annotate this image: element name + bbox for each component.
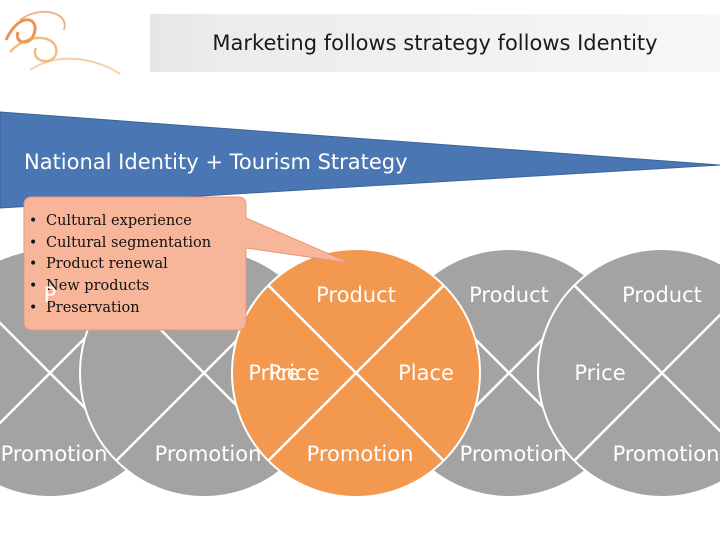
circle-divider (573, 313, 720, 462)
circle-label-right: Place (398, 361, 454, 385)
circle-label-top: P (43, 283, 57, 307)
circle-shape (537, 248, 720, 498)
callout-item: Cultural segmentation (29, 233, 211, 255)
title-band (150, 14, 720, 72)
marketing-mix-circle (537, 248, 720, 498)
callout-item: New products (29, 276, 211, 298)
circle-label-top: Product (469, 283, 549, 307)
circle-label-bottom: Promotion (459, 442, 567, 466)
banner-label: National Identity + Tourism Strategy (24, 150, 408, 174)
circle-label-bottom: Promotion (612, 442, 720, 466)
callout-item: Product renewal (29, 254, 211, 276)
circle-label-bottom: Promotion (0, 442, 108, 466)
circle-label-bottom: Promotion (154, 442, 262, 466)
callout-item: Preservation (29, 298, 211, 320)
callout-list: Cultural experience Cultural segmentatio… (29, 211, 211, 320)
circle-label-top: Product (316, 283, 396, 307)
circle-label-right: Price (248, 361, 300, 385)
circle-label-top: Product (622, 283, 702, 307)
circle-divider (267, 284, 445, 462)
swirl-logo (4, 10, 121, 75)
circle-label-left: Price (268, 361, 320, 385)
strategy-banner-arrow (0, 111, 720, 209)
marketing-mix-circle-highlighted (231, 248, 481, 498)
callout-item: Cultural experience (29, 211, 211, 233)
circle-label-bottom: Promotion (306, 442, 414, 466)
slide-title: Marketing follows strategy follows Ident… (212, 31, 658, 55)
circle-label-left: Price (574, 361, 626, 385)
